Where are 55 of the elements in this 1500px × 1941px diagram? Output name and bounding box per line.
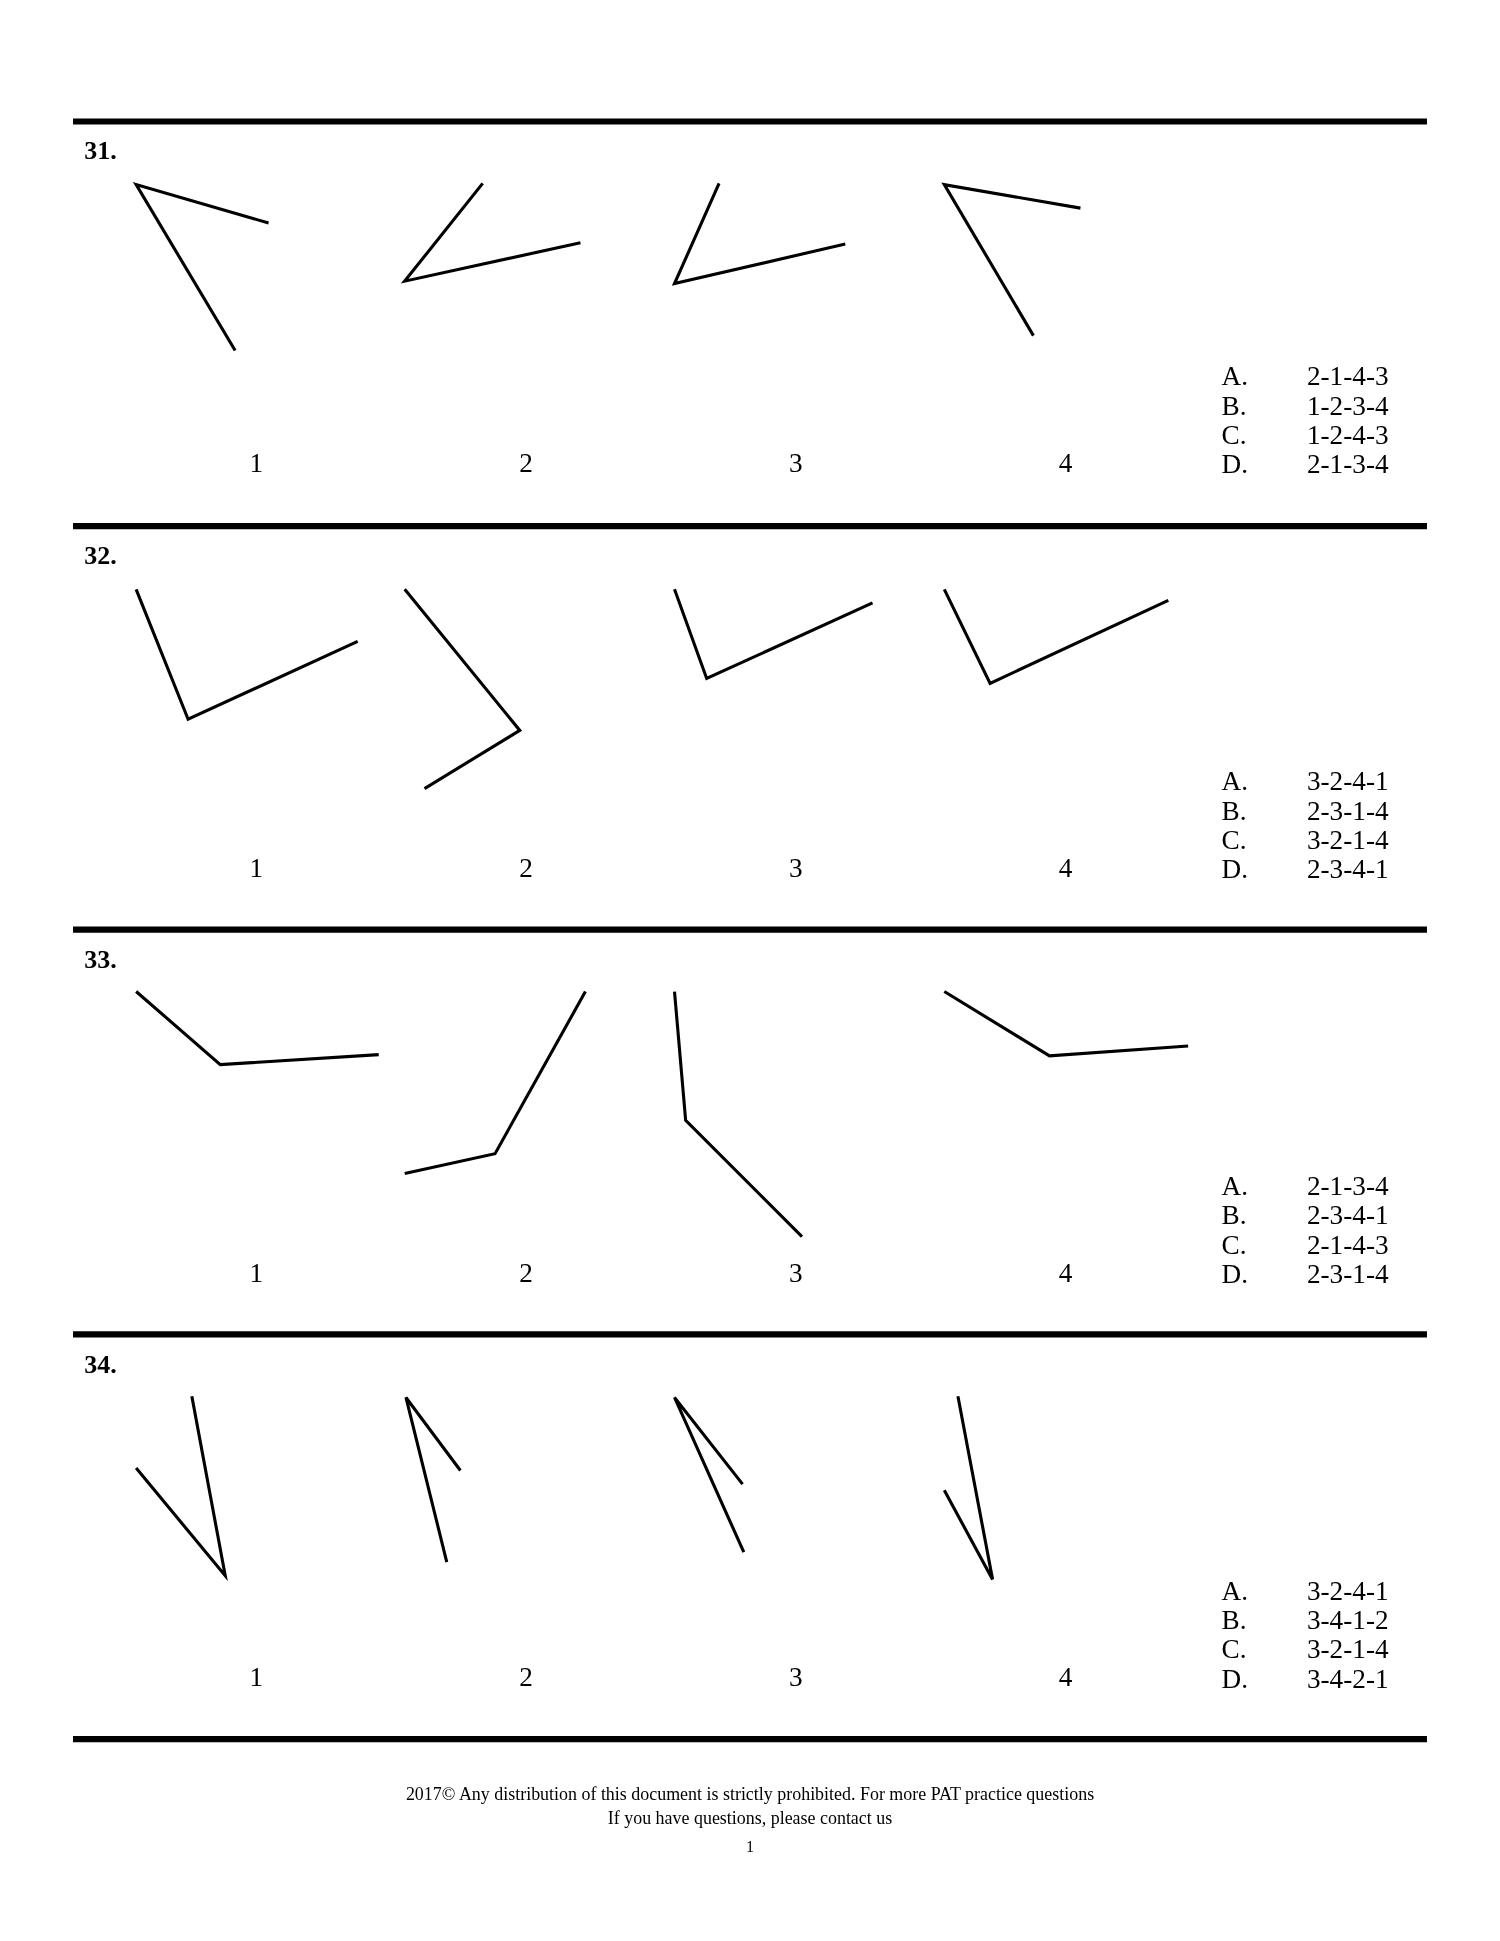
option-value: 2-1-3-4	[1306, 451, 1389, 480]
figure-number: 3	[789, 855, 803, 883]
option-letter: D.	[1221, 856, 1248, 884]
figure-number: 2	[519, 1664, 533, 1692]
question-number: 34.	[84, 1352, 117, 1379]
option-value: 2-3-4-1	[1306, 856, 1389, 884]
page-number: 1	[746, 1838, 754, 1855]
question-number: 31.	[84, 138, 117, 164]
option-letter: A.	[1221, 1173, 1248, 1201]
option-value: 2-3-1-4	[1306, 797, 1389, 826]
option-letter: B.	[1221, 393, 1247, 421]
option-letter: C.	[1221, 827, 1247, 855]
figure-number: 2	[519, 855, 533, 883]
option-value: 1-2-4-3	[1306, 422, 1389, 450]
footer-note: If you have questions, please contact us	[607, 1810, 893, 1829]
option-letter: A.	[1221, 363, 1248, 392]
option-value: 2-3-4-1	[1306, 1202, 1389, 1230]
option-letter: C.	[1221, 1636, 1247, 1664]
option-value: 3-2-1-4	[1306, 827, 1389, 855]
option-letter: C.	[1221, 422, 1247, 450]
figure-number: 1	[249, 1664, 263, 1692]
option-value: 1-2-3-4	[1306, 393, 1389, 421]
figure-number: 4	[1058, 855, 1073, 883]
figure-number: 2	[519, 450, 533, 478]
option-letter: A.	[1221, 768, 1248, 796]
option-letter: A.	[1221, 1577, 1248, 1606]
option-value: 3-2-4-1	[1306, 1577, 1389, 1606]
figure-number: 2	[519, 1259, 533, 1288]
option-value: 3-4-2-1	[1306, 1665, 1389, 1694]
figure-number: 3	[789, 1664, 803, 1692]
option-letter: B.	[1221, 1202, 1247, 1230]
option-value: 3-4-1-2	[1306, 1607, 1389, 1635]
figure-number: 3	[789, 1259, 803, 1288]
option-letter: C.	[1221, 1231, 1247, 1260]
option-value: 2-1-4-3	[1306, 1231, 1389, 1260]
figure-number: 4	[1058, 1664, 1073, 1692]
figure-number: 4	[1058, 450, 1073, 478]
figure-number: 4	[1058, 1259, 1073, 1288]
option-value: 3-2-1-4	[1306, 1636, 1389, 1664]
figure-number: 3	[789, 450, 803, 478]
option-letter: B.	[1221, 1607, 1247, 1635]
option-letter: D.	[1221, 451, 1248, 480]
option-value: 2-3-1-4	[1306, 1261, 1389, 1289]
figure-number: 1	[249, 855, 263, 883]
option-value: 2-1-3-4	[1306, 1173, 1389, 1201]
option-value: 3-2-4-1	[1306, 768, 1389, 796]
option-letter: B.	[1221, 797, 1247, 826]
figure-number: 1	[249, 450, 263, 478]
question-number: 33.	[84, 947, 117, 974]
option-letter: D.	[1221, 1665, 1248, 1694]
question-number: 32.	[84, 542, 117, 569]
footer-note: 2017© Any distribution of this document is strictly prohibited. For more PAT practice questions	[405, 1785, 1095, 1804]
option-value: 2-1-4-3	[1306, 363, 1389, 392]
option-letter: D.	[1221, 1261, 1248, 1289]
figure-number: 1	[249, 1259, 263, 1288]
